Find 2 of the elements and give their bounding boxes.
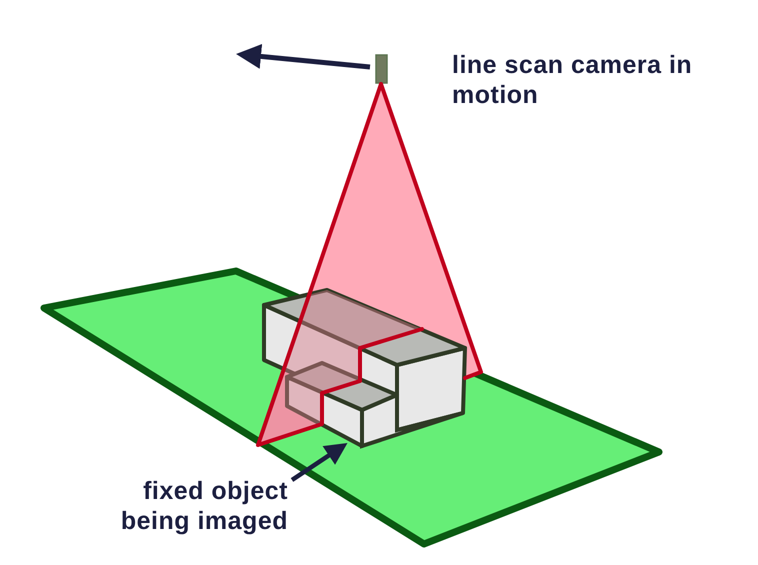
caption-text: fixed object being imaged xyxy=(120,476,288,536)
camera-label: line scan camera in motion xyxy=(452,50,694,110)
